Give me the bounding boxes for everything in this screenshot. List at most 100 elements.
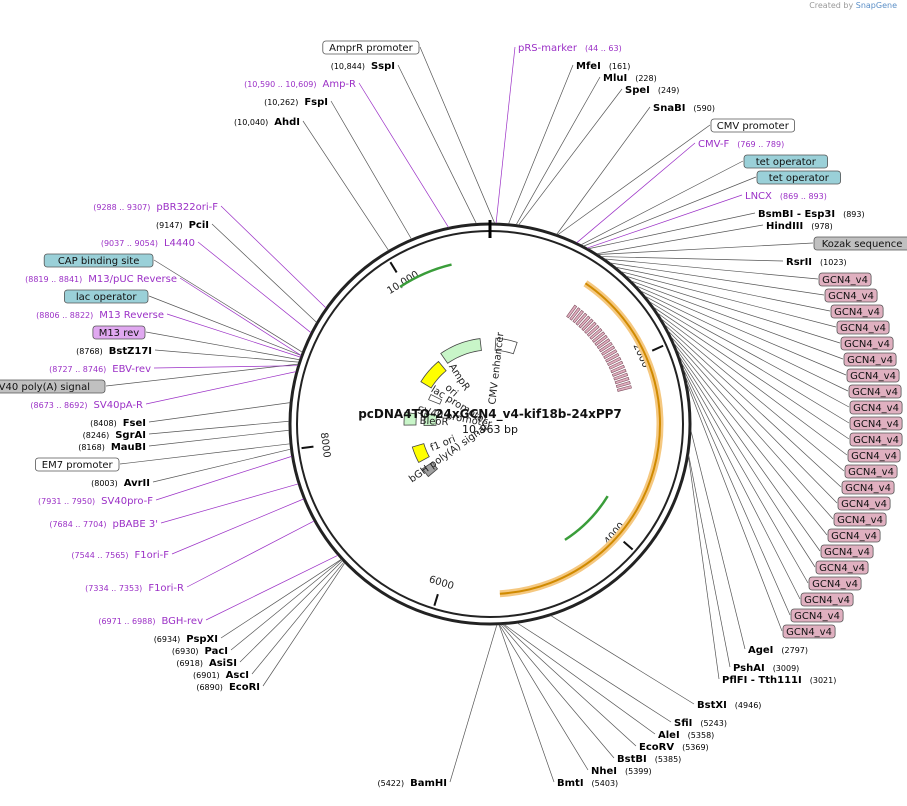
feature-label-text: GCN4_v4 bbox=[831, 531, 877, 542]
label-leader-line bbox=[615, 266, 831, 312]
primer-name: M13/pUC Reverse bbox=[88, 274, 177, 285]
map-label-box-pink-35: GCN4_v4 bbox=[800, 592, 854, 607]
enzyme-label: (6930)PacI bbox=[172, 646, 228, 657]
enzyme-label: MluI(228) bbox=[603, 73, 657, 84]
enzyme-position: (8768) bbox=[76, 347, 103, 356]
primer-name: SV40pA-R bbox=[94, 400, 143, 411]
primer-label: pRS-marker(44 .. 63) bbox=[518, 43, 622, 54]
enzyme-position: (3021) bbox=[810, 676, 837, 685]
tick-mark bbox=[301, 445, 314, 450]
feature-label-text: SV40 poly(A) signal bbox=[0, 382, 90, 393]
primer-range: (8673 .. 8692) bbox=[30, 401, 87, 410]
gcn4-repeat-arrow bbox=[601, 345, 616, 356]
primer-range: (9037 .. 9054) bbox=[101, 239, 158, 248]
primer-name: LNCX bbox=[745, 191, 772, 202]
feature-label: CMV enhancer bbox=[487, 331, 506, 405]
label-leader-line bbox=[688, 454, 731, 668]
feature-arrow-ori bbox=[420, 360, 447, 389]
feature-label-box bbox=[848, 384, 902, 399]
map-label-enzyme-53: (6934)PspXI bbox=[154, 634, 218, 645]
primer-name: pBR322ori-F bbox=[156, 202, 218, 213]
enzyme-name: PshAI bbox=[733, 663, 765, 674]
feature-label-box bbox=[0, 379, 106, 394]
feature-label-box bbox=[830, 304, 884, 319]
map-label-box-pink-20: GCN4_v4 bbox=[843, 352, 897, 367]
enzyme-name: RsrII bbox=[786, 257, 812, 268]
tick-mark bbox=[433, 593, 439, 606]
enzyme-name: PciI bbox=[189, 220, 209, 231]
enzyme-label: BstBI(5385) bbox=[617, 754, 681, 765]
enzyme-position: (6934) bbox=[154, 635, 181, 644]
gcn4-repeat-arrow bbox=[566, 304, 578, 319]
label-leader-line bbox=[556, 106, 651, 235]
map-label-box-grey-65: SV40 poly(A) signal bbox=[0, 379, 106, 394]
enzyme-position: (5422) bbox=[378, 779, 405, 788]
feature-label-text: GCN4_v4 bbox=[847, 355, 893, 366]
enzyme-position: (3009) bbox=[773, 664, 800, 673]
enzyme-label: (6918)AsiSI bbox=[176, 658, 237, 669]
label-leader-line bbox=[220, 205, 327, 309]
feature-label-box bbox=[849, 400, 903, 415]
enzyme-name: MluI bbox=[603, 73, 627, 84]
primer-name: BGH-rev bbox=[161, 616, 203, 627]
enzyme-position: (10,844) bbox=[331, 62, 365, 71]
credit-prefix: Created by bbox=[809, 1, 854, 10]
enzyme-label: MfeI(161) bbox=[576, 61, 630, 72]
primer-name: L4440 bbox=[164, 238, 195, 249]
feature-label-box bbox=[843, 352, 897, 367]
map-label-enzyme-12: HindIII(978) bbox=[766, 221, 833, 232]
feature-label-text: lac operator bbox=[76, 292, 137, 303]
label-leader-line bbox=[583, 176, 757, 247]
enzyme-label: (8408)FseI bbox=[90, 418, 146, 429]
enzyme-label: (8003)AvrII bbox=[91, 478, 150, 489]
enzyme-label: NheI(5399) bbox=[591, 766, 652, 777]
map-label-enzyme-61: (8168)MauBI bbox=[78, 442, 146, 453]
tick-label: 6000 bbox=[427, 574, 455, 592]
enzyme-position: (5403) bbox=[592, 779, 619, 788]
map-label-enzyme-67: (8768)BstZ17I bbox=[76, 346, 152, 357]
label-leader-line bbox=[683, 369, 801, 600]
enzyme-label: BmtI (5403) bbox=[557, 778, 618, 789]
primer-range: (10,590 .. 10,609) bbox=[244, 80, 316, 89]
primer-range: (44 .. 63) bbox=[585, 44, 622, 53]
map-label-enzyme-49: (6890)EcoRI bbox=[196, 682, 260, 693]
label-leader-line bbox=[145, 371, 297, 405]
enzyme-name: SgrAI bbox=[115, 430, 146, 441]
label-leader-line bbox=[160, 483, 299, 524]
label-leader-line bbox=[690, 430, 746, 650]
enzyme-position: (10,040) bbox=[234, 118, 268, 127]
enzyme-name: BmtI bbox=[557, 778, 584, 789]
gcn4-repeat-arrow bbox=[603, 349, 618, 360]
feature-arrow-sv40-promoter bbox=[423, 413, 438, 427]
map-label-box-teal-9: tet operator bbox=[756, 170, 841, 185]
map-label-box-pink-28: GCN4_v4 bbox=[841, 480, 895, 495]
label-leader-line bbox=[681, 362, 809, 584]
snapgene-credit: Created by SnapGene bbox=[809, 1, 897, 10]
feature-label-box bbox=[743, 154, 828, 169]
label-leader-line bbox=[661, 318, 845, 472]
map-label-enzyme-47: BmtI (5403) bbox=[557, 778, 618, 789]
map-label-primer-73: (9037 .. 9054) L4440 bbox=[101, 238, 195, 249]
primer-range: (769 .. 789) bbox=[737, 140, 784, 149]
gcn4-repeat-arrow bbox=[581, 318, 594, 332]
map-label-enzyme-63: (8408)FseI bbox=[90, 418, 146, 429]
label-leader-line bbox=[155, 456, 292, 501]
gcn4-repeat-arrow bbox=[589, 328, 603, 340]
feature-label-box bbox=[815, 560, 869, 575]
label-leader-line bbox=[186, 520, 315, 588]
enzyme-position: (2797) bbox=[781, 646, 808, 655]
primer-label: (9288 .. 9307)pBR322ori-F bbox=[93, 202, 218, 213]
gcn4-repeat-arrow bbox=[605, 352, 620, 363]
primer-label: (8673 .. 8692) SV40pA-R bbox=[30, 400, 143, 411]
label-leader-line bbox=[449, 624, 498, 783]
label-leader-line bbox=[148, 420, 290, 435]
green-arrow-arc-lower bbox=[564, 495, 609, 541]
feature-label-text: Kozak sequence bbox=[822, 239, 903, 250]
enzyme-position: (5385) bbox=[655, 755, 682, 764]
enzyme-label: AleI(5358) bbox=[658, 730, 714, 741]
map-label-box-pink-25: GCN4_v4 bbox=[849, 432, 903, 447]
label-leader-line bbox=[676, 349, 821, 552]
map-label-enzyme-38: AgeI(2797) bbox=[748, 645, 808, 656]
map-label-enzyme-4: SpeI(249) bbox=[625, 85, 679, 96]
